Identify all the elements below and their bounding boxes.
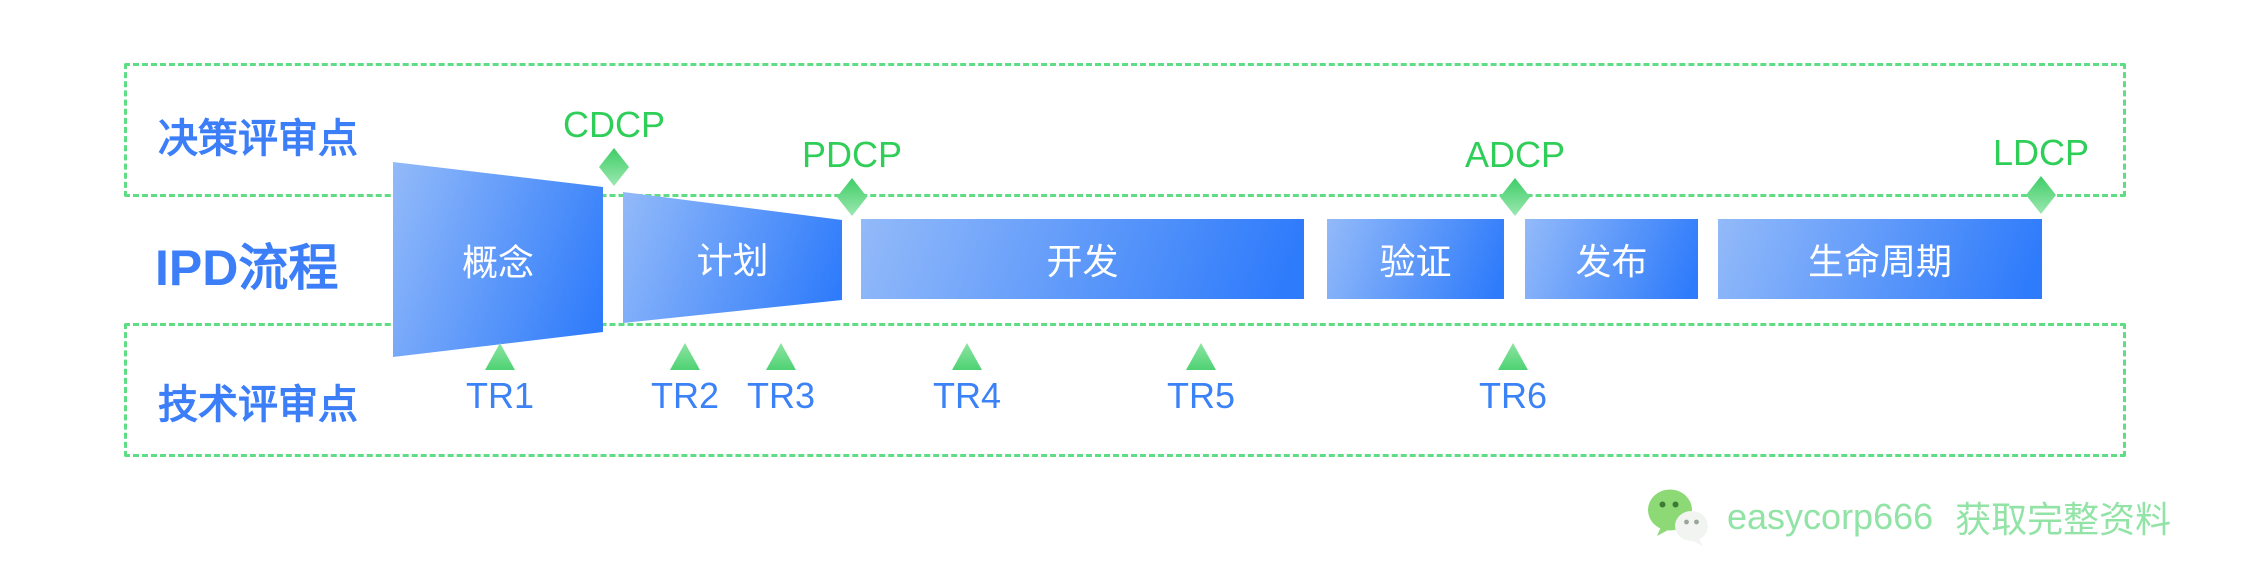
footer-cta-text: 获取完整资料 [1955,499,2172,540]
tr-marker-tr4: TR4 [933,343,1001,416]
tr-marker-tr2: TR2 [651,343,719,416]
triangle-icon [951,343,982,370]
triangle-icon [669,343,700,370]
dcp-marker-cdcp: CDCP [563,106,665,186]
tr-marker-tr3: TR3 [747,343,815,416]
tr6-label: TR6 [1478,375,1548,416]
stage-concept: 概念 [393,162,603,357]
diamond-icon [837,178,867,216]
decision-review-box [124,63,2126,197]
triangle-icon [1185,343,1216,370]
stage-concept-label: 概念 [461,241,534,283]
wechat-id-text: easycorp666 [1727,496,1934,537]
triangle-icon [765,343,796,370]
diamond-icon [1500,178,1530,216]
tech-review-box [124,323,2126,457]
tech-row-label: 技术评审点 [158,383,358,427]
tr5-label: TR5 [1166,375,1236,416]
stage-lifecycle: 生命周期 [1718,219,2042,299]
triangle-icon [484,343,515,370]
stage-develop-label: 开发 [1046,241,1119,282]
dcp-adcp-label: ADCP [1464,134,1566,175]
stage-verify: 验证 [1327,219,1504,299]
tr3-label: TR3 [746,375,816,416]
tr4-label: TR4 [932,375,1002,416]
dcp-marker-ldcp: LDCP [1993,134,2089,214]
tr1-label: TR1 [465,375,535,416]
dcp-marker-adcp: ADCP [1465,136,1565,216]
stage-plan-label: 计划 [696,239,769,281]
dcp-pdcp-label: PDCP [801,134,903,175]
process-row-label: IPD流程 [155,240,339,296]
dcp-marker-pdcp: PDCP [802,136,902,216]
tr-marker-tr6: TR6 [1479,343,1547,416]
tr2-label: TR2 [650,375,720,416]
stage-lifecycle-label: 生命周期 [1807,241,1952,282]
stage-develop: 开发 [861,219,1304,299]
tr-marker-tr1: TR1 [466,343,534,416]
wechat-icon [1648,489,1708,546]
stage-release: 发布 [1525,219,1698,299]
dcp-ldcp-label: LDCP [1992,132,2090,173]
dcp-cdcp-label: CDCP [562,104,666,145]
diamond-icon [2026,176,2056,214]
tr-marker-tr5: TR5 [1167,343,1235,416]
stage-verify-label: 验证 [1379,241,1452,282]
triangle-icon [1497,343,1528,370]
stage-release-label: 发布 [1575,241,1648,282]
footer-watermark: easycorp666 获取完整资料 [1647,487,2171,547]
decision-row-label: 决策评审点 [158,117,358,161]
diamond-icon [598,148,629,186]
